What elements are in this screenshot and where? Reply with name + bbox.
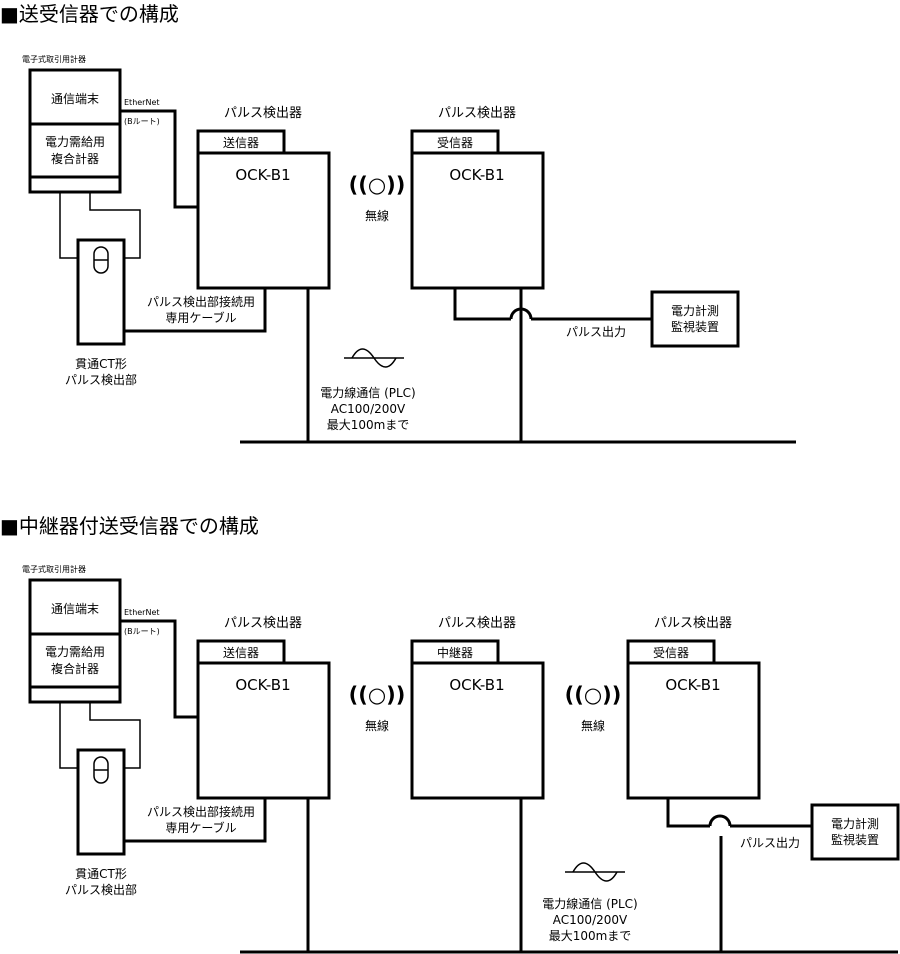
detector-title: パルス検出器 <box>654 616 732 631</box>
ct-label-2: パルス検出部 <box>65 372 137 387</box>
b-route-label: (Bルート) <box>124 627 160 636</box>
dedicated-cable <box>124 798 267 843</box>
ct-pulse-detector <box>76 748 126 856</box>
detector-title: パルス検出器 <box>438 616 516 631</box>
pulse-output-line <box>453 288 511 321</box>
pulse-detector-receiver <box>626 661 761 800</box>
section-with-repeater: ■中継器付送受信器での構成 電子式取引用計器 通信端末 電力需給用 複合計器 E… <box>0 514 900 954</box>
meter-caption: 電子式取引用計器 <box>22 54 86 64</box>
ethernet-line <box>120 619 198 719</box>
role-label: 送信器 <box>223 645 259 660</box>
model-label: OCK-B1 <box>235 166 290 184</box>
wireless-icon: ((○)) <box>349 683 406 707</box>
role-label: 送信器 <box>223 135 259 150</box>
pulse-detector-transmitter <box>196 661 331 800</box>
plc-label-2: AC100/200V <box>553 913 628 927</box>
plc-label-3: 最大100mまで <box>327 418 410 432</box>
ct-wire-right <box>89 192 141 259</box>
dedicated-cable <box>124 288 267 333</box>
role-label: 受信器 <box>653 646 689 660</box>
plc-label-3: 最大100mまで <box>549 929 632 943</box>
wireless-icon: ((○)) <box>349 173 406 197</box>
cable-label-2: 専用ケーブル <box>165 820 236 835</box>
plc-label-2: AC100/200V <box>331 402 406 416</box>
ethernet-line <box>120 109 198 209</box>
wireless-icon: ((○)) <box>565 683 622 707</box>
ct-label-2: パルス検出部 <box>65 882 137 897</box>
ct-label-1: 貫通CT形 <box>75 357 127 371</box>
role-label: 受信器 <box>437 136 473 150</box>
section-transmitter-receiver: ■送受信器での構成 電子式取引用計器 通信端末 電力需給用 複合計器 Ether… <box>0 2 796 444</box>
cable-label-1: パルス検出部接続用 <box>147 294 255 309</box>
pulse-output-line <box>666 798 710 828</box>
meter-label-2: 複合計器 <box>51 151 99 166</box>
meter-label-1: 電力需給用 <box>45 645 105 659</box>
monitor-label-1: 電力計測 <box>671 303 719 318</box>
cable-label-2: 専用ケーブル <box>165 310 236 325</box>
plc-label-1: 電力線通信 (PLC) <box>542 896 637 911</box>
pulse-detector-transmitter <box>196 151 331 290</box>
meter-label-1: 電力需給用 <box>45 135 105 149</box>
ethernet-label: EtherNet <box>124 608 160 617</box>
comm-terminal-label: 通信端末 <box>51 602 99 616</box>
ct-wire-right <box>89 702 141 769</box>
smart-meter <box>28 68 122 194</box>
pulse-detector-receiver <box>410 151 545 290</box>
cable-label-1: パルス検出部接続用 <box>147 804 255 819</box>
power-monitor <box>810 803 900 861</box>
role-label: 中継器 <box>437 645 473 660</box>
ct-label-1: 貫通CT形 <box>75 867 127 881</box>
section1-title: ■送受信器での構成 <box>0 2 179 26</box>
meter-caption: 電子式取引用計器 <box>22 564 86 574</box>
plc-label-1: 電力線通信 (PLC) <box>320 385 415 400</box>
pulse-output-label: パルス出力 <box>566 325 626 339</box>
ac-wave-icon <box>344 348 404 368</box>
wireless-label: 無線 <box>581 718 605 733</box>
pulse-output-label: パルス出力 <box>740 836 800 850</box>
comm-terminal-label: 通信端末 <box>51 92 99 106</box>
detector-title: パルス検出器 <box>224 616 302 631</box>
monitor-label-2: 監視装置 <box>671 319 719 334</box>
model-label: OCK-B1 <box>235 676 290 694</box>
ct-wire-left <box>59 192 80 259</box>
crossover-hop <box>708 814 732 827</box>
detector-title: パルス検出器 <box>438 106 516 121</box>
monitor-label-2: 監視装置 <box>831 832 879 847</box>
b-route-label: (Bルート) <box>124 117 160 126</box>
wireless-label: 無線 <box>365 718 389 733</box>
meter-label-2: 複合計器 <box>51 661 99 676</box>
pulse-detector-repeater <box>410 661 545 800</box>
ac-wave-icon <box>565 862 625 882</box>
monitor-label-1: 電力計測 <box>831 816 879 831</box>
model-label: OCK-B1 <box>665 676 720 694</box>
model-label: OCK-B1 <box>449 676 504 694</box>
power-monitor <box>650 290 740 348</box>
model-label: OCK-B1 <box>449 166 504 184</box>
detector-title: パルス検出器 <box>224 106 302 121</box>
wireless-label: 無線 <box>365 208 389 223</box>
ct-pulse-detector <box>76 238 126 346</box>
smart-meter <box>28 578 122 704</box>
section2-title: ■中継器付送受信器での構成 <box>0 514 259 538</box>
ethernet-label: EtherNet <box>124 98 160 107</box>
ct-wire-left <box>59 702 80 769</box>
